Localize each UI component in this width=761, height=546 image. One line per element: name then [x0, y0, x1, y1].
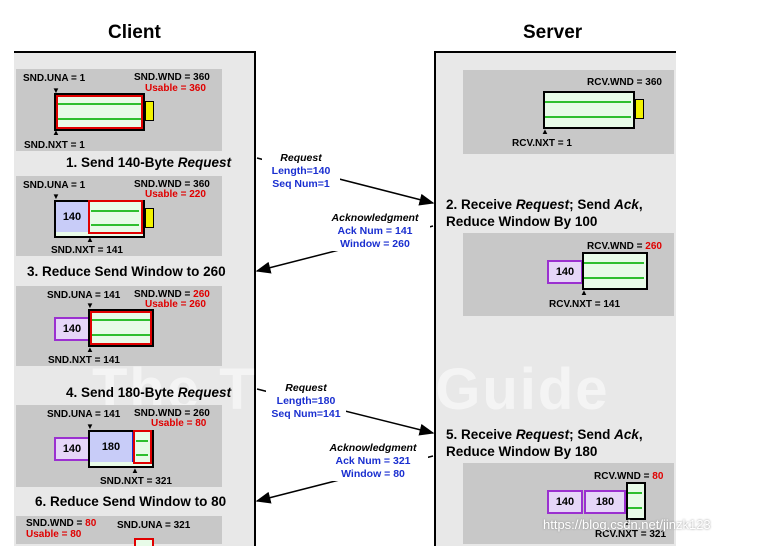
window-line	[92, 334, 150, 336]
pointer-arrow-down: ▼	[86, 301, 94, 310]
snd-wnd-label: SND.WND = 260	[134, 408, 210, 419]
window-line	[58, 103, 141, 105]
snd-nxt-label: SND.NXT = 141	[48, 355, 120, 366]
snd-nxt-label: SND.NXT = 321	[100, 476, 172, 487]
window-line	[91, 224, 139, 226]
snd-una-label: SND.UNA = 1	[23, 180, 86, 191]
snd-una-label: SND.UNA = 141	[47, 290, 121, 301]
window-line	[92, 319, 150, 321]
step-4-label: 4. Send 180-Byte Request	[66, 385, 232, 400]
window-line	[136, 440, 148, 442]
buffer-marker	[145, 208, 154, 228]
send-window	[134, 538, 154, 546]
usable-label: Usable = 260	[145, 299, 206, 310]
sent-segment: 140	[56, 202, 89, 232]
rcv-nxt-label: RCV.NXT = 1	[512, 138, 572, 149]
source-url: https://blog.csdn.net/jinzk123	[543, 517, 711, 532]
step-5-label: 5. Receive Request; Send Ack, Reduce Win…	[446, 427, 643, 459]
snd-una-label: SND.UNA = 1	[23, 73, 86, 84]
snd-wnd-label: SND.WND = 80	[26, 518, 97, 529]
usable-window	[88, 200, 143, 234]
step-6-label: 6. Reduce Send Window to 80	[35, 494, 227, 509]
ack-1-annotation: Acknowledgment Ack Num = 141 Window = 26…	[320, 212, 430, 251]
pointer-arrow-up: ▲	[86, 235, 94, 244]
sent-segment: 180	[90, 432, 133, 462]
usable-label: Usable = 360	[145, 83, 206, 94]
request-1-annotation: Request Length=140 Seq Num=1	[262, 152, 340, 191]
window-line	[628, 507, 642, 509]
window-line	[58, 118, 141, 120]
window-line	[584, 262, 644, 264]
client-header: Client	[108, 22, 161, 43]
snd-nxt-label: SND.NXT = 141	[51, 245, 123, 256]
received-segment: 180	[584, 490, 626, 514]
snd-nxt-label: SND.NXT = 1	[24, 140, 85, 151]
pointer-arrow-up: ▲	[541, 127, 549, 136]
client-panel-5	[16, 516, 222, 544]
receive-window	[626, 482, 646, 520]
rcv-nxt-label: RCV.NXT = 321	[595, 529, 667, 540]
snd-wnd-label: SND.WND = 360	[134, 72, 210, 83]
acked-segment: 140	[54, 437, 90, 461]
pointer-arrow-down: ▼	[86, 422, 94, 431]
window-line	[545, 116, 631, 118]
received-segment: 140	[547, 260, 583, 284]
send-window	[54, 93, 145, 131]
receive-window	[582, 252, 648, 290]
rcv-wnd-label: RCV.WND = 260	[587, 241, 662, 252]
pointer-arrow-up: ▲	[86, 345, 94, 354]
step-1-label: 1. Send 140-Byte Request	[66, 155, 232, 170]
usable-window	[133, 430, 152, 464]
buffer-marker	[635, 99, 644, 119]
usable-label: Usable = 220	[145, 189, 206, 200]
window-line	[136, 454, 148, 456]
snd-una-label: SND.UNA = 141	[47, 409, 121, 420]
window-line	[584, 277, 644, 279]
rcv-wnd-label: RCV.WND = 80	[594, 471, 664, 482]
usable-label: Usable = 80	[26, 529, 82, 540]
step-3-label: 3. Reduce Send Window to 260	[27, 264, 226, 279]
pointer-arrow-up: ▲	[131, 466, 139, 475]
snd-una-label: SND.UNA = 321	[117, 520, 191, 531]
pointer-arrow-down: ▼	[52, 86, 60, 95]
rcv-nxt-label: RCV.NXT = 141	[549, 299, 621, 310]
window-line	[628, 492, 642, 494]
snd-wnd-label: SND.WND = 260	[134, 289, 210, 300]
pointer-arrow-up: ▲	[580, 288, 588, 297]
usable-label: Usable = 80	[151, 418, 207, 429]
pointer-arrow-up: ▲	[624, 518, 632, 527]
buffer-marker	[145, 101, 154, 121]
receive-window	[543, 91, 635, 129]
received-segment: 140	[547, 490, 583, 514]
window-line	[91, 210, 139, 212]
rcv-wnd-label: RCV.WND = 360	[587, 77, 662, 88]
pointer-arrow-down: ▼	[52, 192, 60, 201]
ack-2-annotation: Acknowledgment Ack Num = 321 Window = 80	[318, 442, 428, 481]
snd-wnd-label: SND.WND = 360	[134, 179, 210, 190]
send-window	[88, 309, 154, 347]
window-line	[545, 101, 631, 103]
server-header: Server	[523, 22, 583, 43]
step-2-label: 2. Receive Request; Send Ack, Reduce Win…	[446, 197, 643, 229]
pointer-arrow-up: ▲	[52, 128, 60, 137]
request-2-annotation: Request Length=180 Seq Num=141	[266, 382, 346, 421]
